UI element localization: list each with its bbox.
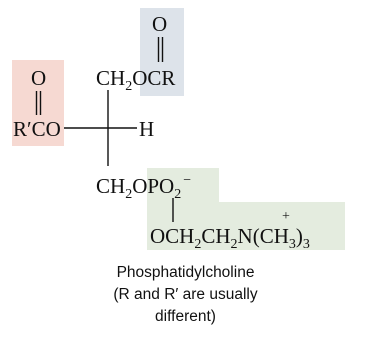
figure-caption: Phosphatidylcholine (R and R′ are usuall… [0, 262, 371, 328]
top-oxygen-label: O [152, 12, 167, 36]
top-ch2-ocr-label: CH2OCR [96, 66, 175, 94]
phosphate-highlight [147, 168, 219, 202]
caption-note-line-2: different) [155, 308, 216, 325]
choline-highlight [147, 202, 345, 250]
caption-title: Phosphatidylcholine [116, 264, 255, 281]
left-rprime-co-label: R′CO [13, 117, 61, 141]
choline-group-label: OCH2CH2N(CH3)3 [150, 224, 310, 252]
left-acyl-highlight [12, 60, 64, 146]
bonds [35, 37, 174, 222]
left-oxygen-label: O [31, 66, 46, 90]
ch2-opo2-label: CH2OPO2− [96, 173, 191, 202]
nitrogen-positive-charge: + [282, 209, 290, 224]
hydrogen-label: H [139, 117, 154, 141]
caption-note-line-1: (R and R′ are usually [113, 286, 258, 303]
